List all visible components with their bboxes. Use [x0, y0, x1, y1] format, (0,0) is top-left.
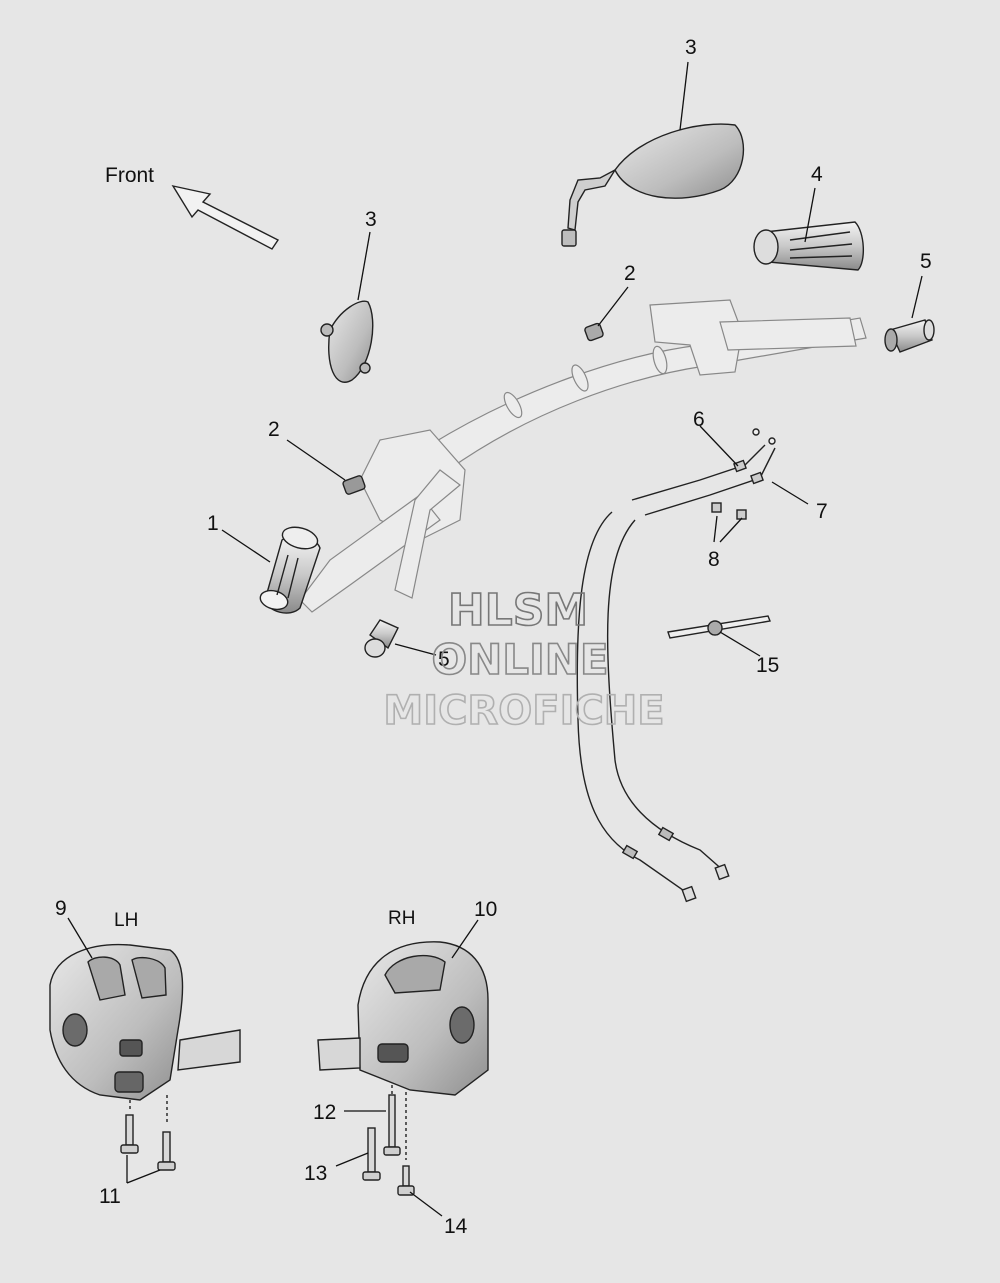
grip-right — [753, 221, 864, 271]
callout-2-right: 2 — [624, 262, 636, 285]
callout-9: 9 — [55, 897, 67, 920]
handlebar — [299, 299, 867, 613]
callout-5-left: 5 — [438, 648, 450, 671]
callout-11: 11 — [99, 1185, 121, 1208]
callout-7: 7 — [816, 500, 828, 523]
screw-11-a — [120, 1100, 139, 1154]
front-direction-arrow — [171, 184, 280, 250]
mirror-right — [561, 123, 745, 247]
switch-housing-rh — [317, 941, 489, 1096]
callout-3-right-mirror: 3 — [685, 36, 697, 59]
callout-15: 15 — [756, 654, 779, 677]
screw-13 — [362, 1127, 381, 1181]
bar-end-left — [364, 619, 399, 658]
clamp-left — [342, 475, 366, 495]
callout-10: 10 — [474, 898, 497, 921]
mirror-left — [320, 300, 374, 383]
throttle-cables — [576, 428, 776, 903]
callout-13: 13 — [304, 1162, 327, 1185]
rh-label: RH — [388, 908, 415, 929]
bar-end-right — [884, 319, 935, 353]
callout-5-right: 5 — [920, 250, 932, 273]
callout-12: 12 — [313, 1101, 336, 1124]
callout-6: 6 — [693, 408, 705, 431]
switch-housing-lh — [49, 943, 241, 1101]
cable-tie — [667, 615, 771, 639]
callout-8: 8 — [708, 548, 720, 571]
watermark-line-3: MICROFICHE — [383, 688, 664, 734]
callout-2-left: 2 — [268, 418, 280, 441]
callout-3-left-mirror: 3 — [365, 208, 377, 231]
screw-11-b — [157, 1095, 176, 1171]
watermark: HLSM ONLINE MICROFICHE — [383, 584, 666, 735]
screw-14 — [397, 1092, 415, 1196]
grip-left — [259, 526, 321, 614]
screw-12 — [383, 1085, 401, 1156]
clamp-right — [584, 322, 604, 342]
callout-14: 14 — [444, 1215, 468, 1238]
callout-4: 4 — [811, 163, 823, 186]
front-label: Front — [105, 164, 154, 187]
watermark-line-1: HLSM — [448, 585, 588, 636]
lh-label: LH — [114, 910, 138, 931]
watermark-line-2: ONLINE — [431, 635, 608, 684]
leader-lines — [67, 61, 923, 1217]
callout-1: 1 — [207, 512, 219, 535]
